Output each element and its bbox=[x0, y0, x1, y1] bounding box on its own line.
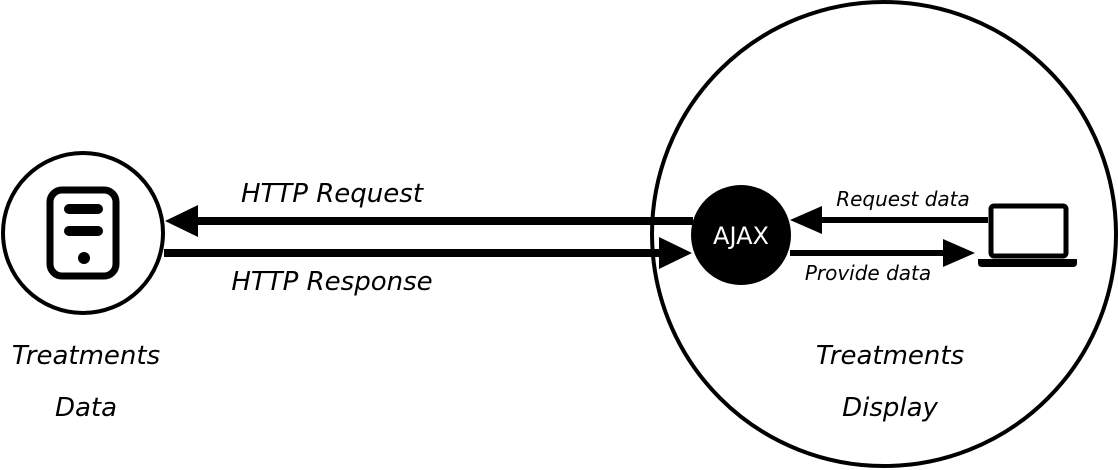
http-response-label: HTTP Response bbox=[231, 267, 432, 297]
provide-data-arrow bbox=[790, 239, 975, 267]
treatments-data-node bbox=[1, 151, 165, 315]
provide-data-label: Provide data bbox=[805, 261, 931, 285]
ajax-label: AJAX bbox=[713, 222, 769, 250]
http-request-arrow bbox=[165, 205, 693, 237]
server-node-circle bbox=[1, 151, 165, 315]
treatments-display-label-line1: Treatments bbox=[816, 341, 964, 371]
treatments-data-label-line1: Treatments bbox=[12, 341, 160, 371]
treatments-display-circle bbox=[650, 0, 1118, 468]
treatments-display-label-line2: Display bbox=[842, 393, 938, 423]
request-data-label: Request data bbox=[836, 187, 970, 211]
ajax-node: AJAX bbox=[691, 185, 791, 285]
server-icon bbox=[46, 186, 120, 280]
http-request-label: HTTP Request bbox=[241, 179, 424, 209]
ajax-circle bbox=[691, 185, 791, 285]
request-data-arrow bbox=[790, 206, 988, 234]
treatments-data-label-line2: Data bbox=[55, 393, 117, 423]
laptop-icon bbox=[978, 203, 1077, 267]
http-response-arrow bbox=[164, 237, 692, 269]
